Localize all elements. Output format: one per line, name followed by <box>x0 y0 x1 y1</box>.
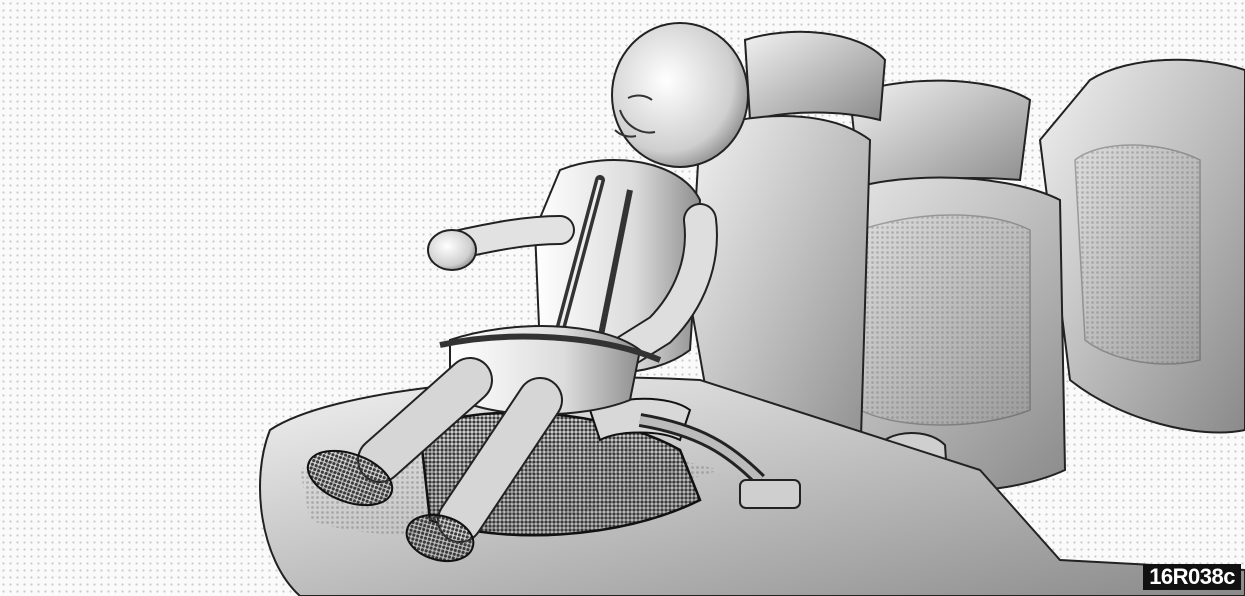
headrest-left <box>745 32 885 120</box>
child-hand-left <box>428 230 476 270</box>
child-head <box>612 23 748 167</box>
seat-belt-buckle <box>740 480 800 508</box>
rear-seat-back-right <box>1040 60 1245 433</box>
figure-code-label: 16R038c <box>1143 564 1241 590</box>
